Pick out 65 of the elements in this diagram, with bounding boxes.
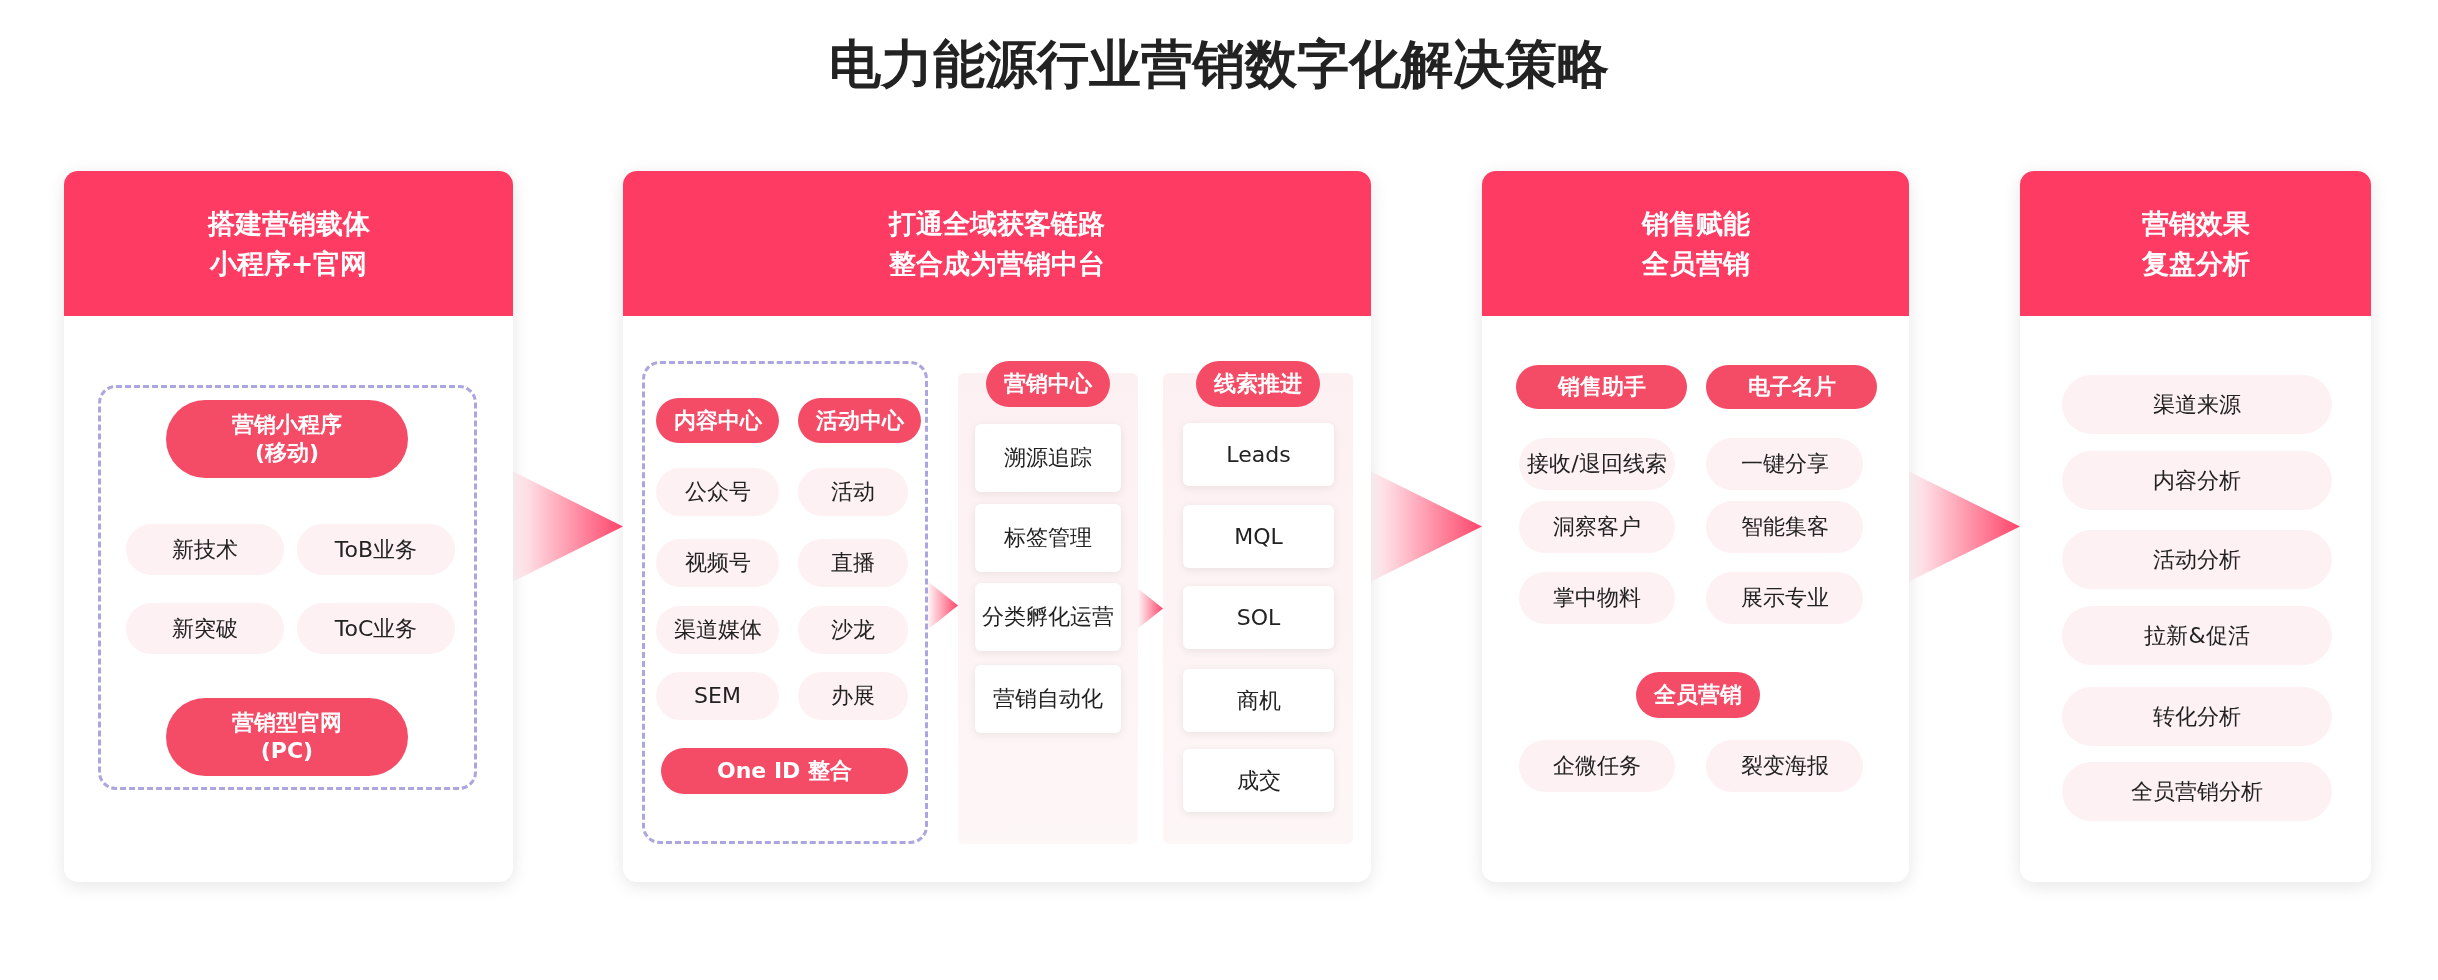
panel-heading: 搭建营销载体	[207, 206, 370, 241]
category-tag: 电子名片	[1706, 365, 1877, 409]
chevron-arrow	[1138, 588, 1163, 629]
panel-card	[64, 171, 513, 882]
dashed-group-frame	[642, 361, 928, 844]
step-card: 溯源追踪	[975, 424, 1121, 492]
chevron-arrow	[513, 471, 623, 582]
panel-heading: 整合成为营销中台	[889, 246, 1105, 281]
panel-heading: 营销效果	[2141, 206, 2250, 241]
feature-tag: 裂变海报	[1706, 740, 1863, 792]
step-card: 标签管理	[975, 504, 1121, 572]
category-tag: 内容中心	[656, 398, 779, 443]
feature-tag: 办展	[798, 672, 908, 720]
feature-tag: 直播	[798, 539, 908, 587]
step-card: 商机	[1183, 669, 1334, 732]
feature-tag: 活动	[798, 468, 908, 516]
feature-tag: 视频号	[656, 539, 779, 587]
diagram-title: 电力能源行业营销数字化解决策略	[829, 34, 1609, 94]
feature-tag: 活动分析	[2062, 530, 2332, 589]
category-tag: 销售助手	[1516, 365, 1687, 409]
chevron-arrow	[928, 581, 958, 630]
feature-tag: 企微任务	[1519, 740, 1675, 792]
feature-tag: 沙龙	[798, 606, 908, 654]
panel-heading: 小程序+官网	[209, 246, 368, 281]
chevron-arrow	[1371, 471, 1482, 582]
feature-tag: 拉新&促活	[2062, 606, 2332, 665]
feature-tag: 公众号	[656, 468, 779, 516]
feature-tag: 接收/退回线索	[1519, 438, 1675, 490]
feature-tag: 智能集客	[1706, 501, 1863, 553]
panel-heading: 打通全域获客链路	[889, 206, 1105, 241]
feature-tag: 全员营销分析	[2062, 762, 2332, 821]
feature-tag: 渠道来源	[2062, 375, 2332, 434]
panel-card	[1482, 171, 1909, 882]
category-tag: 营销型官网 (PC)	[166, 698, 408, 776]
feature-tag: 新突破	[126, 603, 284, 654]
feature-tag: ToC业务	[297, 603, 455, 654]
feature-tag: 掌中物料	[1519, 572, 1675, 624]
step-card: 成交	[1183, 749, 1334, 812]
step-card: MQL	[1183, 505, 1334, 568]
panel-heading: 销售赋能	[1641, 206, 1750, 241]
feature-tag: 新技术	[126, 524, 284, 575]
feature-tag: 转化分析	[2062, 687, 2332, 746]
dashed-group-frame	[98, 385, 477, 790]
category-tag: One ID 整合	[661, 748, 908, 794]
feature-tag: 内容分析	[2062, 451, 2332, 510]
feature-tag: ToB业务	[297, 524, 455, 575]
category-tag: 活动中心	[798, 398, 921, 443]
step-card: 分类孵化运营	[975, 583, 1121, 651]
panel-card	[2020, 171, 2371, 882]
step-card: 营销自动化	[975, 665, 1121, 733]
panel-heading: 全员营销	[1641, 246, 1750, 281]
category-tag: 营销中心	[986, 361, 1110, 407]
feature-tag: 一键分享	[1706, 438, 1863, 490]
panel-heading: 复盘分析	[2141, 246, 2250, 281]
feature-tag: 展示专业	[1706, 572, 1863, 624]
category-tag: 全员营销	[1636, 672, 1760, 718]
chevron-arrow	[1909, 471, 2020, 582]
step-card: Leads	[1183, 423, 1334, 486]
panel-card	[623, 171, 1371, 882]
feature-tag: 渠道媒体	[656, 606, 779, 654]
category-tag: 线索推进	[1196, 361, 1320, 407]
step-card: SOL	[1183, 586, 1334, 649]
feature-tag: 洞察客户	[1519, 501, 1675, 553]
feature-tag: SEM	[656, 672, 779, 720]
category-tag: 营销小程序 (移动)	[166, 400, 408, 478]
